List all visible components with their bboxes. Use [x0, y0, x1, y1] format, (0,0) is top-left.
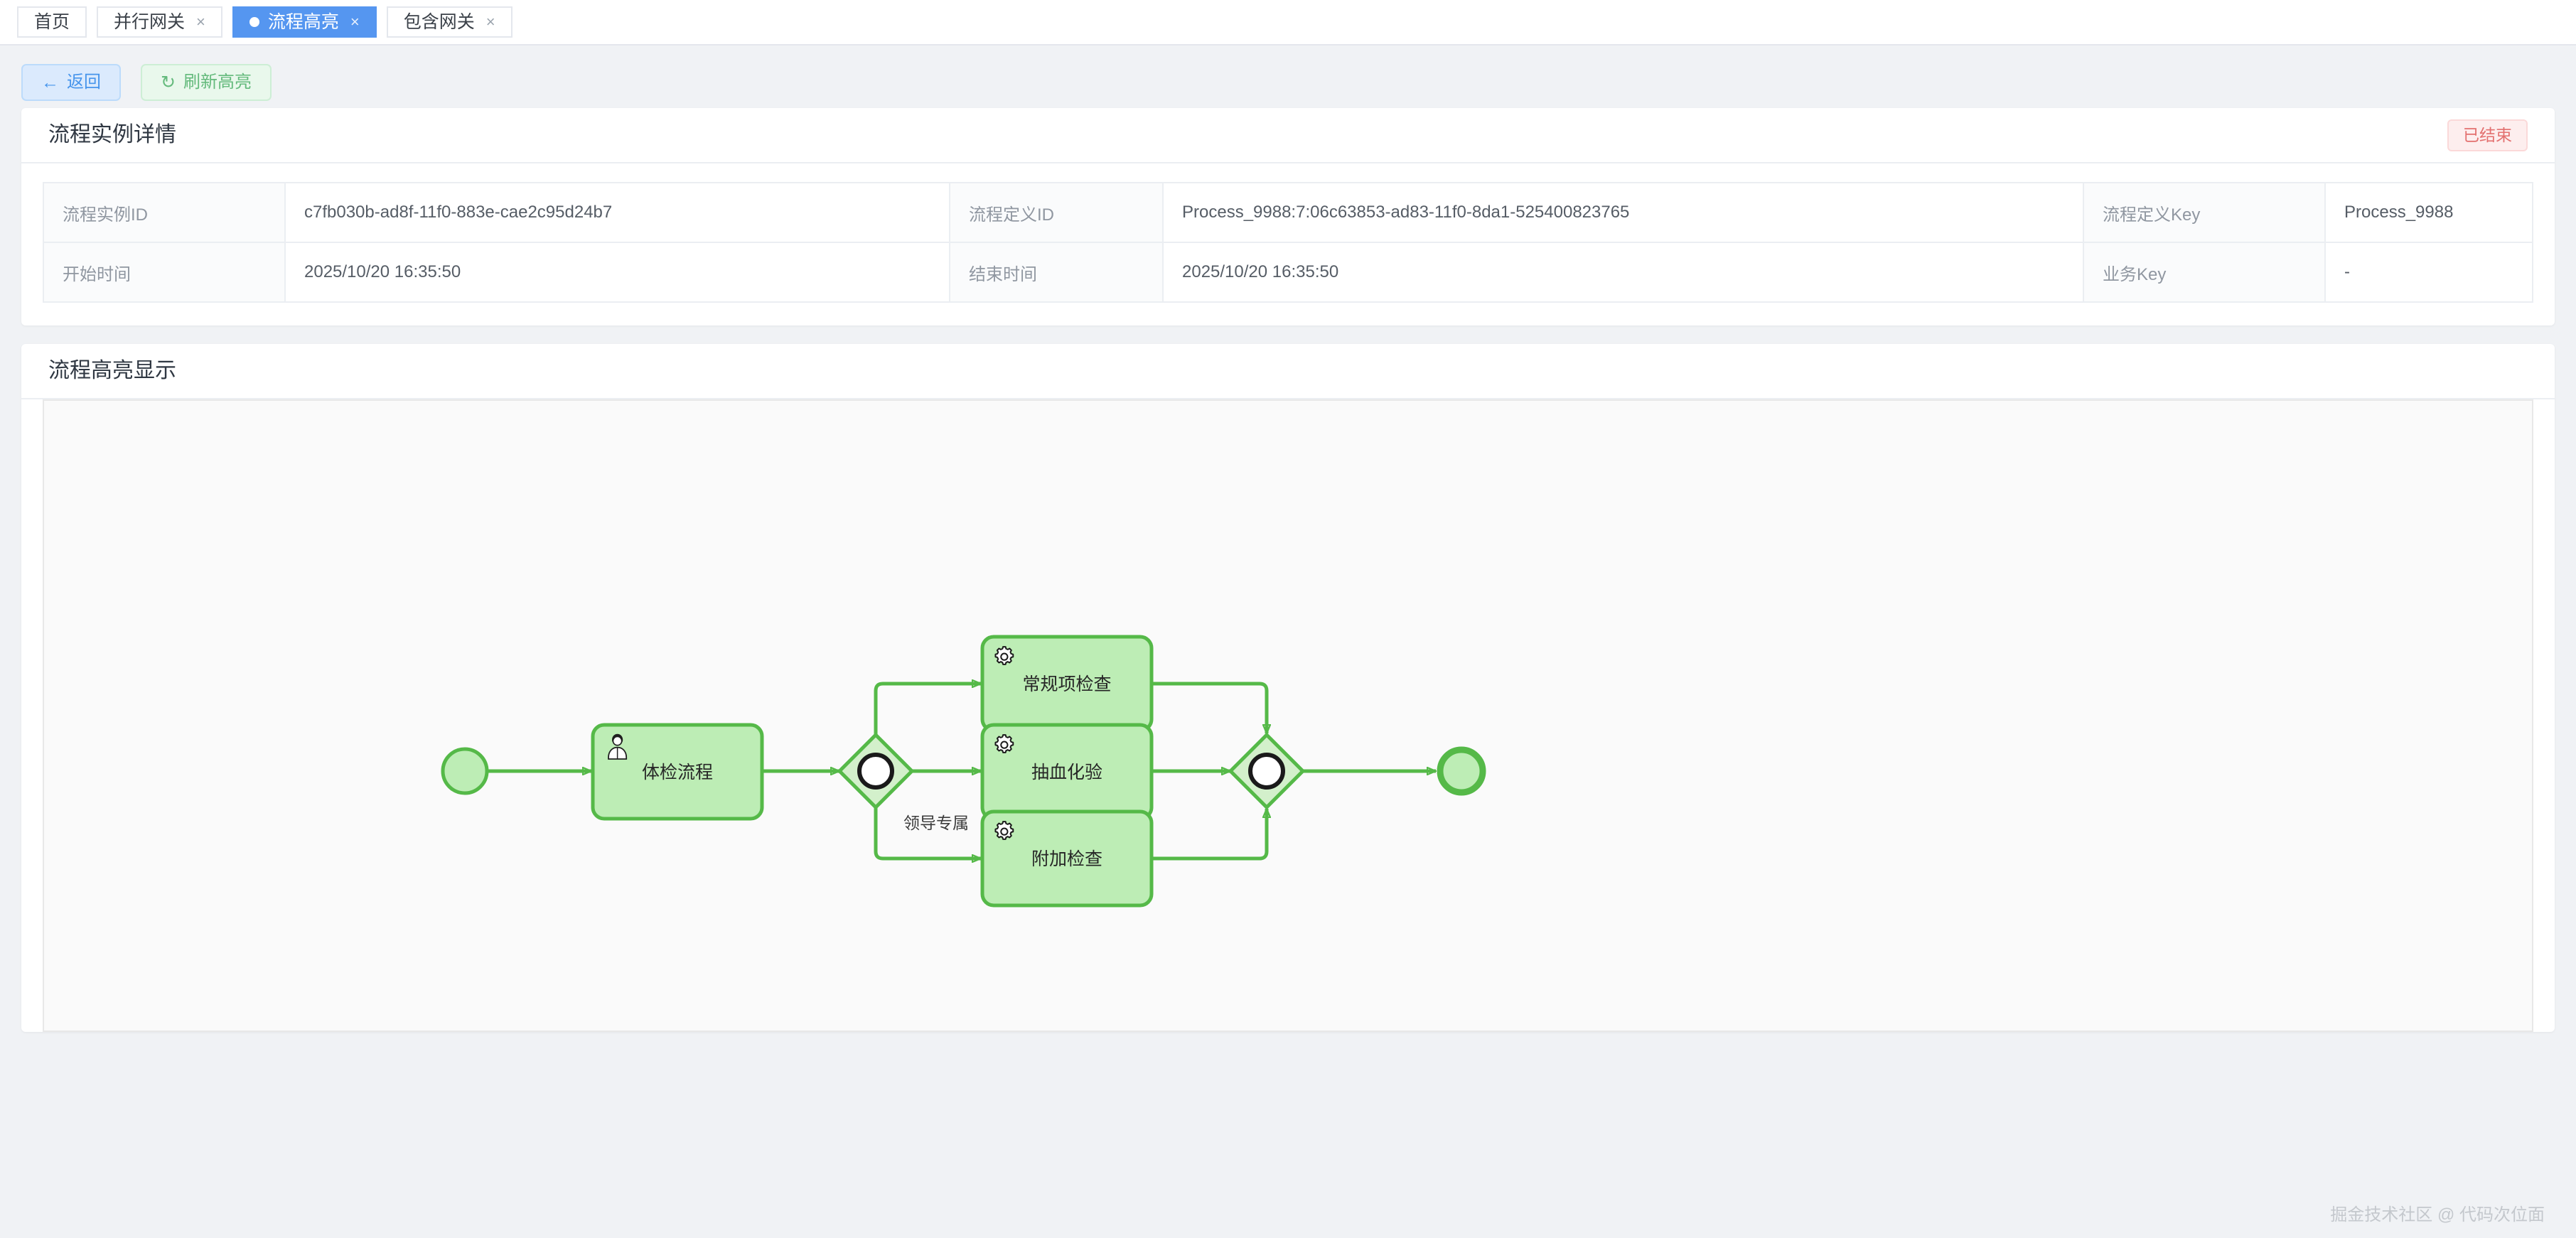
- value-start-time: 2025/10/20 16:35:50: [284, 242, 950, 303]
- node-label: 附加检查: [1031, 849, 1102, 869]
- flow-split-to-task-top: [874, 684, 981, 735]
- tab-close-icon[interactable]: ×: [350, 13, 360, 31]
- tab-bar: 首页 并行网关 × 流程高亮 × 包含网关 ×: [0, 0, 2576, 45]
- watermark: 掘金技术社区 @ 代码次位面: [2330, 1205, 2545, 1224]
- value-process-instance-id: c7fb030b-ad8f-11f0-883e-cae2c95d24b7: [284, 182, 950, 243]
- bpmn-canvas[interactable]: 领导专属 体检流程: [43, 399, 2533, 1032]
- refresh-highlight-button[interactable]: ↻ 刷新高亮: [141, 64, 272, 101]
- tab-close-icon[interactable]: ×: [196, 13, 205, 31]
- label-process-instance-id: 流程实例ID: [43, 182, 286, 243]
- edge-label-leader-exclusive: 领导专属: [903, 814, 969, 832]
- tab-process-highlight[interactable]: 流程高亮 ×: [232, 6, 377, 38]
- tab-inclusive-gateway[interactable]: 包含网关 ×: [386, 6, 512, 38]
- label-start-time: 开始时间: [43, 242, 286, 303]
- node-join-inclusive-gateway[interactable]: [1228, 732, 1306, 810]
- flow-task-top-to-join: [1152, 682, 1267, 733]
- flow-task-bottom-to-join: [1152, 809, 1267, 861]
- node-label: 常规项检查: [1022, 674, 1111, 694]
- node-label: 抽血化验: [1031, 763, 1102, 782]
- process-instance-detail-card: 流程实例详情 已结束 流程实例ID c7fb030b-ad8f-11f0-883…: [21, 108, 2555, 325]
- gear-icon: [994, 734, 1014, 753]
- active-tab-dot-icon: [249, 17, 259, 27]
- action-toolbar: ← 返回 ↻ 刷新高亮: [0, 45, 2576, 108]
- descriptions-table: 流程实例ID c7fb030b-ad8f-11f0-883e-cae2c95d2…: [43, 182, 2533, 303]
- arrow-left-icon: ←: [41, 72, 59, 92]
- tab-label: 并行网关: [114, 11, 186, 32]
- value-process-definition-key: Process_9988: [2324, 182, 2533, 243]
- gear-icon: [994, 821, 1014, 840]
- label-process-definition-id: 流程定义ID: [949, 182, 1164, 243]
- label-end-time: 结束时间: [949, 242, 1164, 303]
- node-user-task[interactable]: 体检流程: [591, 723, 764, 821]
- user-icon: [608, 733, 628, 760]
- tab-label: 首页: [34, 11, 70, 32]
- node-service-task-bottom[interactable]: 附加检查: [980, 809, 1154, 908]
- tab-parallel-gateway[interactable]: 并行网关 ×: [97, 6, 222, 38]
- node-service-task-middle[interactable]: 抽血化验: [980, 723, 1154, 821]
- card-header: 流程高亮显示: [21, 344, 2555, 399]
- page-title: 流程实例详情: [48, 123, 176, 146]
- back-button-label: 返回: [67, 72, 101, 92]
- node-end-event[interactable]: [1437, 746, 1486, 796]
- tab-close-icon[interactable]: ×: [485, 13, 495, 31]
- value-process-definition-id: Process_9988:7:06c63853-ad83-11f0-8da1-5…: [1162, 182, 2084, 243]
- back-button[interactable]: ← 返回: [21, 64, 121, 101]
- refresh-icon: ↻: [161, 72, 176, 92]
- value-end-time: 2025/10/20 16:35:50: [1162, 242, 2084, 303]
- label-process-definition-key: 流程定义Key: [2083, 182, 2326, 243]
- card-header: 流程实例详情 已结束: [21, 108, 2555, 163]
- value-business-key: -: [2324, 242, 2533, 303]
- node-label: 体检流程: [642, 763, 713, 782]
- label-business-key: 业务Key: [2083, 242, 2326, 303]
- process-highlight-card: 流程高亮显示: [21, 344, 2555, 1032]
- tab-label: 流程高亮: [267, 11, 339, 32]
- gear-icon: [994, 646, 1014, 665]
- refresh-button-label: 刷新高亮: [183, 72, 252, 92]
- diagram-section-title: 流程高亮显示: [48, 359, 176, 382]
- flow-split-to-task-bottom: [874, 807, 981, 858]
- table-row: 开始时间 2025/10/20 16:35:50 结束时间 2025/10/20…: [43, 242, 2533, 303]
- tab-home[interactable]: 首页: [17, 6, 87, 38]
- tab-label: 包含网关: [403, 11, 475, 32]
- node-start-event[interactable]: [441, 747, 489, 795]
- node-split-inclusive-gateway[interactable]: [837, 732, 915, 810]
- table-row: 流程实例ID c7fb030b-ad8f-11f0-883e-cae2c95d2…: [43, 182, 2533, 243]
- card-body: 流程实例ID c7fb030b-ad8f-11f0-883e-cae2c95d2…: [21, 163, 2555, 325]
- status-badge: 已结束: [2447, 119, 2528, 151]
- node-service-task-top[interactable]: 常规项检查: [980, 635, 1154, 733]
- sequence-flows: [486, 684, 1436, 858]
